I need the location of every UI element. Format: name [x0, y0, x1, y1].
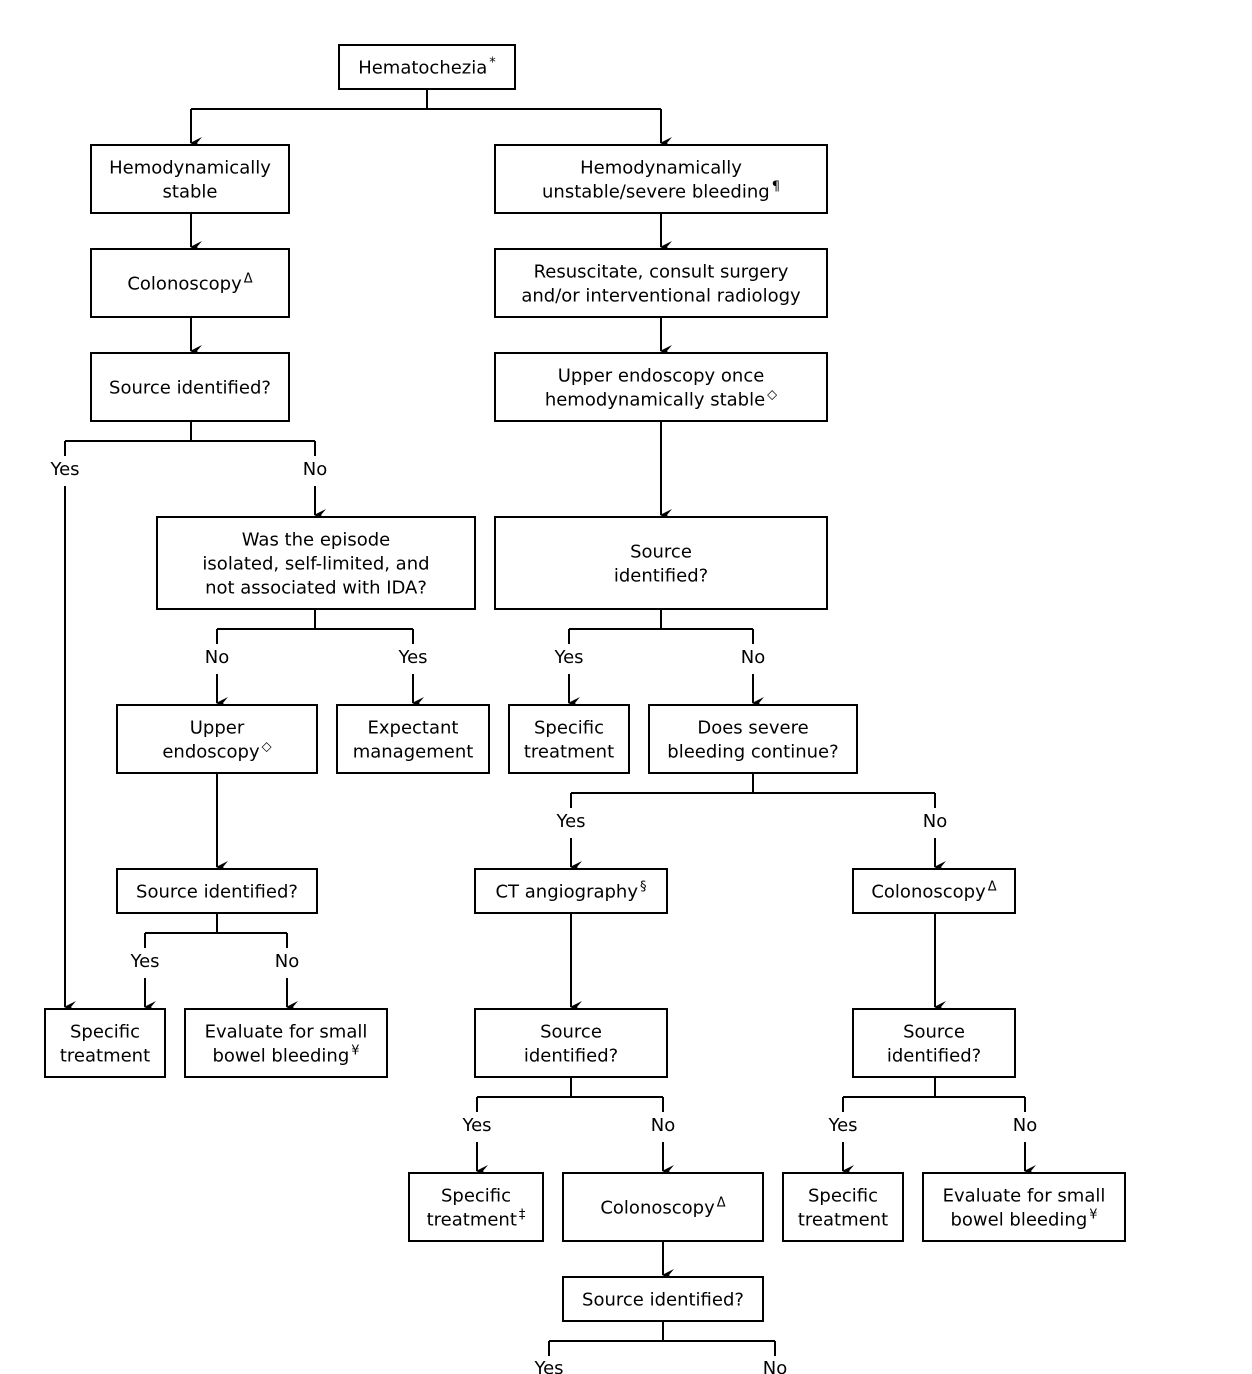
- box-text-line: and/or interventional radiology: [521, 285, 801, 306]
- branch-label-no: No: [275, 951, 299, 972]
- box-resuscitate: Resuscitate, consult surgery and/or inter…: [494, 248, 828, 318]
- branch-label-no: No: [1013, 1115, 1037, 1136]
- box-text-line: treatment‡: [427, 1207, 526, 1230]
- branch-label-yes: Yes: [533, 1358, 563, 1374]
- box-text-line: Upper endoscopy once: [558, 365, 765, 386]
- footnote-mark: Δ: [988, 879, 997, 894]
- box-source-colon-right: Source identified?: [852, 1008, 1016, 1078]
- branch-label-yes: Yes: [129, 951, 159, 972]
- footnote-mark: ‡: [519, 1207, 526, 1222]
- box-ct-angio: CT angiography§: [474, 868, 668, 914]
- box-text-line: treatment: [798, 1209, 888, 1230]
- footnote-mark: ¶: [772, 179, 780, 194]
- footnote-mark: ◇: [767, 387, 777, 402]
- box-specific-mid: Specific treatment: [508, 704, 630, 774]
- box-source-ct: Source identified?: [474, 1008, 668, 1078]
- box-text-line: Source: [630, 541, 692, 562]
- box-source-bottom: Source identified?: [562, 1276, 764, 1322]
- box-text-line: identified?: [887, 1045, 981, 1066]
- box-source-upper: Source identified?: [116, 868, 318, 914]
- box-text-line: Hematochezia*: [358, 55, 496, 78]
- box-text-line: Evaluate for small: [205, 1021, 368, 1042]
- box-text-line: Source: [540, 1021, 602, 1042]
- box-text-line: Source identified?: [136, 881, 298, 902]
- box-text-line: bowel bleeding¥: [212, 1043, 359, 1066]
- box-expectant: Expectant management: [336, 704, 490, 774]
- box-text-line: not associated with IDA?: [205, 577, 427, 598]
- footnote-mark: *: [489, 55, 496, 70]
- box-specific-right: Specific treatment: [782, 1172, 904, 1242]
- box-text-line: treatment: [524, 741, 614, 762]
- box-text-line: Specific: [808, 1185, 878, 1206]
- box-text-line: stable: [163, 181, 218, 202]
- box-text-line: hemodynamically stable◇: [545, 387, 777, 410]
- box-text-line: treatment: [60, 1045, 150, 1066]
- branch-label-no: No: [741, 647, 765, 668]
- box-severe-continue: Does severe bleeding continue?: [648, 704, 858, 774]
- branch-label-yes: Yes: [827, 1115, 857, 1136]
- footnote-mark: ◇: [262, 739, 272, 754]
- box-text-line: Source identified?: [109, 377, 271, 398]
- footnote-mark: Δ: [244, 271, 253, 286]
- box-text-line: Was the episode: [242, 529, 390, 550]
- box-text-line: Specific: [441, 1185, 511, 1206]
- box-text-line: Does severe: [697, 717, 808, 738]
- box-text-line: Evaluate for small: [943, 1185, 1106, 1206]
- box-text-line: Hemodynamically: [109, 157, 271, 178]
- branch-label-no: No: [303, 459, 327, 480]
- boxes: Hematochezia*HemodynamicallystableHemody…: [44, 44, 1126, 1322]
- box-text-line: Source: [903, 1021, 965, 1042]
- box-text-line: Upper: [190, 717, 245, 738]
- box-specific-left: Specific treatment: [44, 1008, 166, 1078]
- branch-label-no: No: [651, 1115, 675, 1136]
- branch-label-yes: Yes: [461, 1115, 491, 1136]
- box-text-line: bleeding continue?: [667, 741, 838, 762]
- branch-label-yes: Yes: [553, 647, 583, 668]
- box-text-line: management: [353, 741, 474, 762]
- branch-label-no: No: [205, 647, 229, 668]
- box-text-line: Expectant: [368, 717, 459, 738]
- box-text-line: bowel bleeding¥: [950, 1207, 1097, 1230]
- box-source-mid: Source identified?: [494, 516, 828, 610]
- box-hematochezia: Hematochezia*: [338, 44, 516, 90]
- branch-label-yes: Yes: [49, 459, 79, 480]
- footnote-mark: §: [640, 879, 647, 894]
- box-text-line: Specific: [534, 717, 604, 738]
- branch-label-yes: Yes: [397, 647, 427, 668]
- box-text-line: Specific: [70, 1021, 140, 1042]
- box-text-line: Hemodynamically: [580, 157, 742, 178]
- connectors: [64, 89, 1036, 1356]
- box-text-line: endoscopy◇: [162, 739, 271, 762]
- box-text-line: Resuscitate, consult surgery: [534, 261, 789, 282]
- box-episode: Was the episode isolated, self-limited, a…: [156, 516, 476, 610]
- box-source-left: Source identified?: [90, 352, 290, 422]
- box-text-line: isolated, self-limited, and: [202, 553, 429, 574]
- box-text-line: Source identified?: [582, 1289, 744, 1310]
- footnote-mark: ¥: [1089, 1207, 1097, 1222]
- box-text-line: CT angiography§: [495, 879, 646, 902]
- footnote-mark: Δ: [717, 1195, 726, 1210]
- branch-label-no: No: [923, 811, 947, 832]
- box-text-line: unstable/severe bleeding¶: [542, 179, 780, 202]
- branch-label-yes: Yes: [555, 811, 585, 832]
- footnote-mark: ¥: [351, 1043, 359, 1058]
- box-text-line: identified?: [524, 1045, 618, 1066]
- branch-label-no: No: [763, 1358, 787, 1374]
- box-text-line: identified?: [614, 565, 708, 586]
- box-stable: Hemodynamically stable: [90, 144, 290, 214]
